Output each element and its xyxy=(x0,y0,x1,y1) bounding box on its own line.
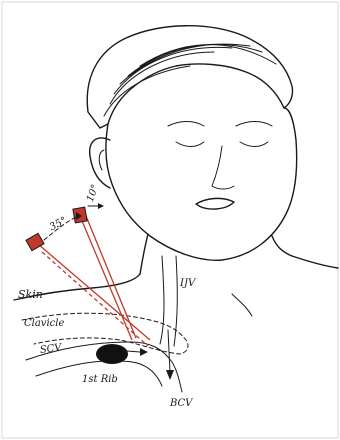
label-first-rib: 1st Rib xyxy=(82,374,118,385)
label-skin: Skin xyxy=(18,288,43,301)
label-bcv: BCV xyxy=(169,398,194,409)
label-clavicle: Clavicle xyxy=(24,318,64,329)
first-rib xyxy=(96,344,128,364)
label-ijv: IJV xyxy=(179,278,197,289)
